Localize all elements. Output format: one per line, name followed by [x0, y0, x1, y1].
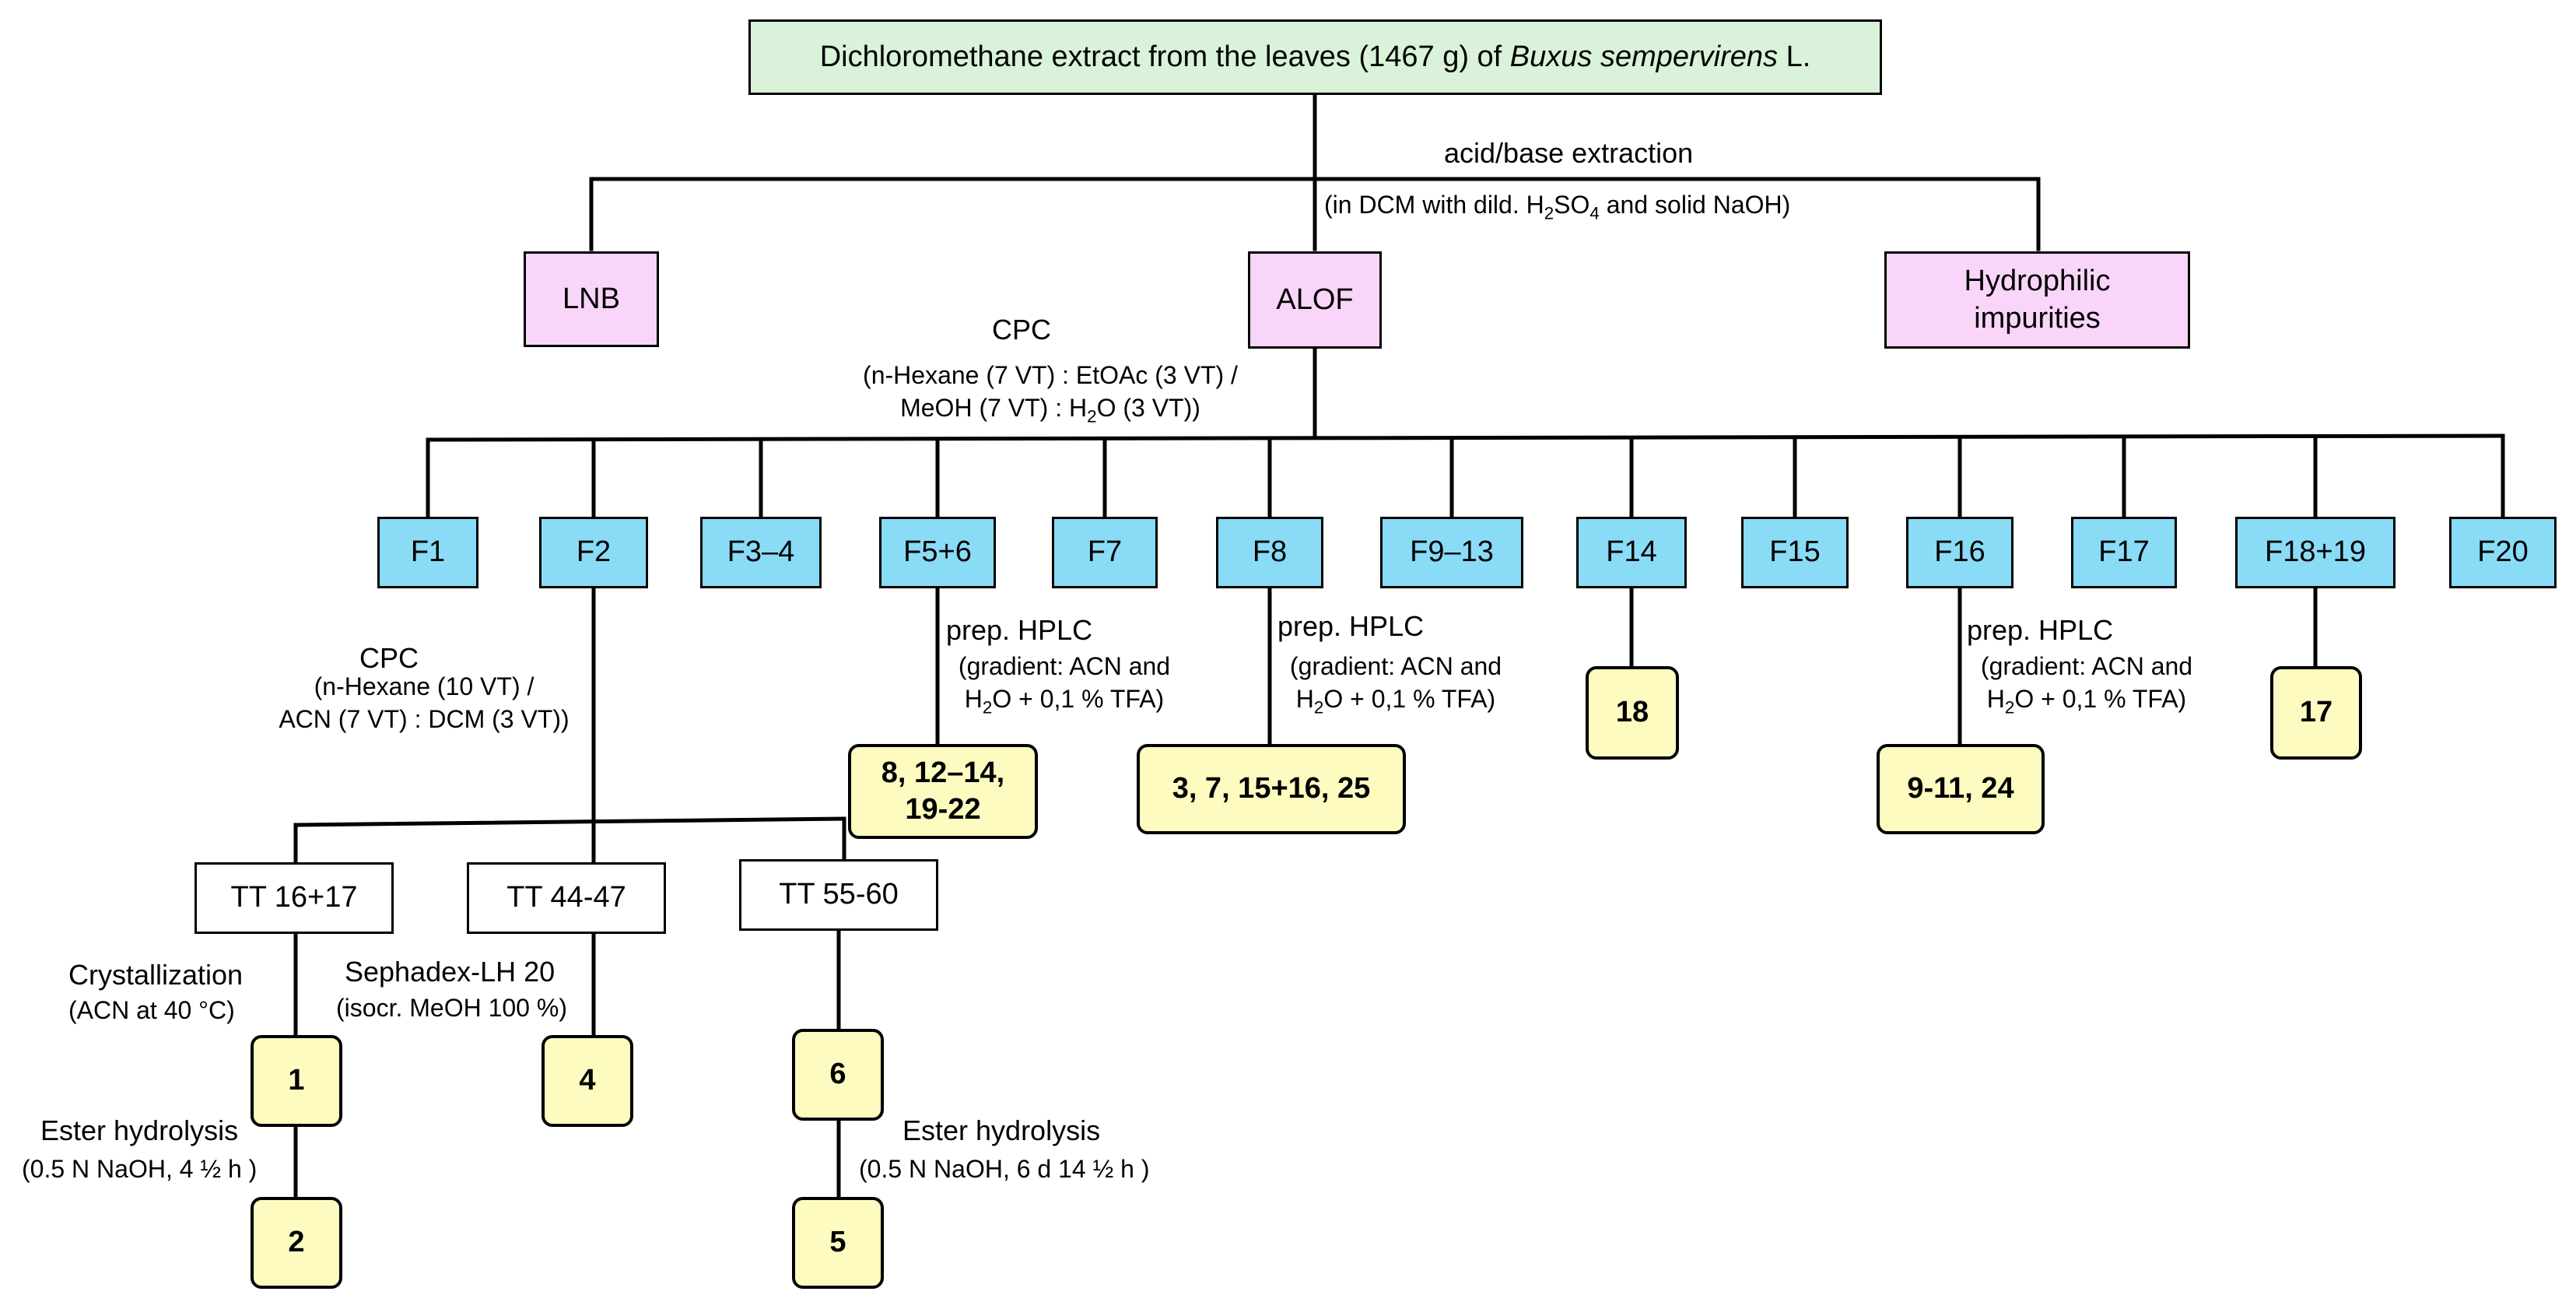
- cpc2-conditions: (n-Hexane (10 VT) / ACN (7 VT) : DCM (3 …: [279, 672, 570, 733]
- cpc1-conditions: (n-Hexane (7 VT) : EtOAc (3 VT) / MeOH (…: [863, 361, 1238, 426]
- tt-44-47-box: TT 44-47: [467, 862, 666, 934]
- cpc1-title: CPC: [992, 314, 1052, 346]
- tt-16-17-box: TT 16+17: [195, 862, 394, 934]
- compound-5: 5: [792, 1197, 884, 1289]
- fraction-f1: F1: [377, 517, 478, 588]
- fraction-f5-6: F5+6: [879, 517, 996, 588]
- fraction-f14: F14: [1576, 517, 1687, 588]
- compounds-f8: 3, 7, 15+16, 25: [1137, 744, 1406, 834]
- compounds-f14: 18: [1586, 666, 1679, 760]
- hplc-title-f16: prep. HPLC: [1967, 614, 2114, 646]
- hplc-conditions-f16: (gradient: ACN and H2O + 0,1 % TFA): [1980, 652, 2193, 717]
- compounds-f18-19: 17: [2270, 666, 2362, 760]
- fraction-f7: F7: [1052, 517, 1158, 588]
- hplc-title-f8: prep. HPLC: [1277, 610, 1425, 642]
- crystallization-title: Crystallization: [68, 959, 244, 991]
- sephadex-conditions: (isocr. MeOH 100 %): [336, 994, 567, 1022]
- root-extract-box: Dichloromethane extract from the leaves …: [748, 19, 1882, 95]
- fraction-f2: F2: [539, 517, 648, 588]
- fraction-f17: F17: [2071, 517, 2177, 588]
- fraction-f20: F20: [2449, 517, 2557, 588]
- alof-box: ALOF: [1248, 251, 1382, 349]
- lnb-box: LNB: [524, 251, 659, 347]
- hydrolysis2-title: Ester hydrolysis: [902, 1114, 1101, 1146]
- hplc-conditions-f8: (gradient: ACN and H2O + 0,1 % TFA): [1289, 652, 1502, 717]
- fraction-f8: F8: [1216, 517, 1323, 588]
- compound-4: 4: [541, 1035, 633, 1127]
- compounds-f56: 8, 12–14,19-22: [848, 744, 1038, 839]
- sephadex-title: Sephadex-LH 20: [345, 956, 556, 988]
- hplc-conditions-f56: (gradient: ACN and H2O + 0,1 % TFA): [958, 652, 1171, 717]
- fraction-f9-13: F9–13: [1380, 517, 1523, 588]
- fraction-f18-19: F18+19: [2235, 517, 2396, 588]
- root-label: Dichloromethane extract from the leaves …: [819, 40, 1811, 73]
- hydrolysis1-title: Ester hydrolysis: [40, 1114, 239, 1146]
- hydrolysis1-conditions: (0.5 N NaOH, 4 ½ h ): [22, 1155, 258, 1183]
- crystallization-conditions: (ACN at 40 °C): [68, 996, 235, 1024]
- acid-base-conditions: (in DCM with dild. H2SO4 and solid NaOH): [1324, 191, 1791, 223]
- acid-base-title: acid/base extraction: [1444, 137, 1694, 169]
- hydrolysis2-conditions: (0.5 N NaOH, 6 d 14 ½ h ): [859, 1155, 1150, 1183]
- compounds-f56-label: 8, 12–14,19-22: [881, 756, 1005, 826]
- compound-2: 2: [251, 1197, 342, 1289]
- cpc2-title: CPC: [359, 642, 419, 674]
- compounds-f16: 9-11, 24: [1877, 744, 2045, 834]
- tt-55-60-box: TT 55-60: [739, 859, 938, 931]
- compound-1: 1: [251, 1035, 342, 1127]
- fraction-f3-4: F3–4: [700, 517, 822, 588]
- fraction-f15: F15: [1741, 517, 1849, 588]
- fraction-f16: F16: [1906, 517, 2013, 588]
- hplc-title-f56: prep. HPLC: [946, 614, 1093, 646]
- compound-6: 6: [792, 1029, 884, 1121]
